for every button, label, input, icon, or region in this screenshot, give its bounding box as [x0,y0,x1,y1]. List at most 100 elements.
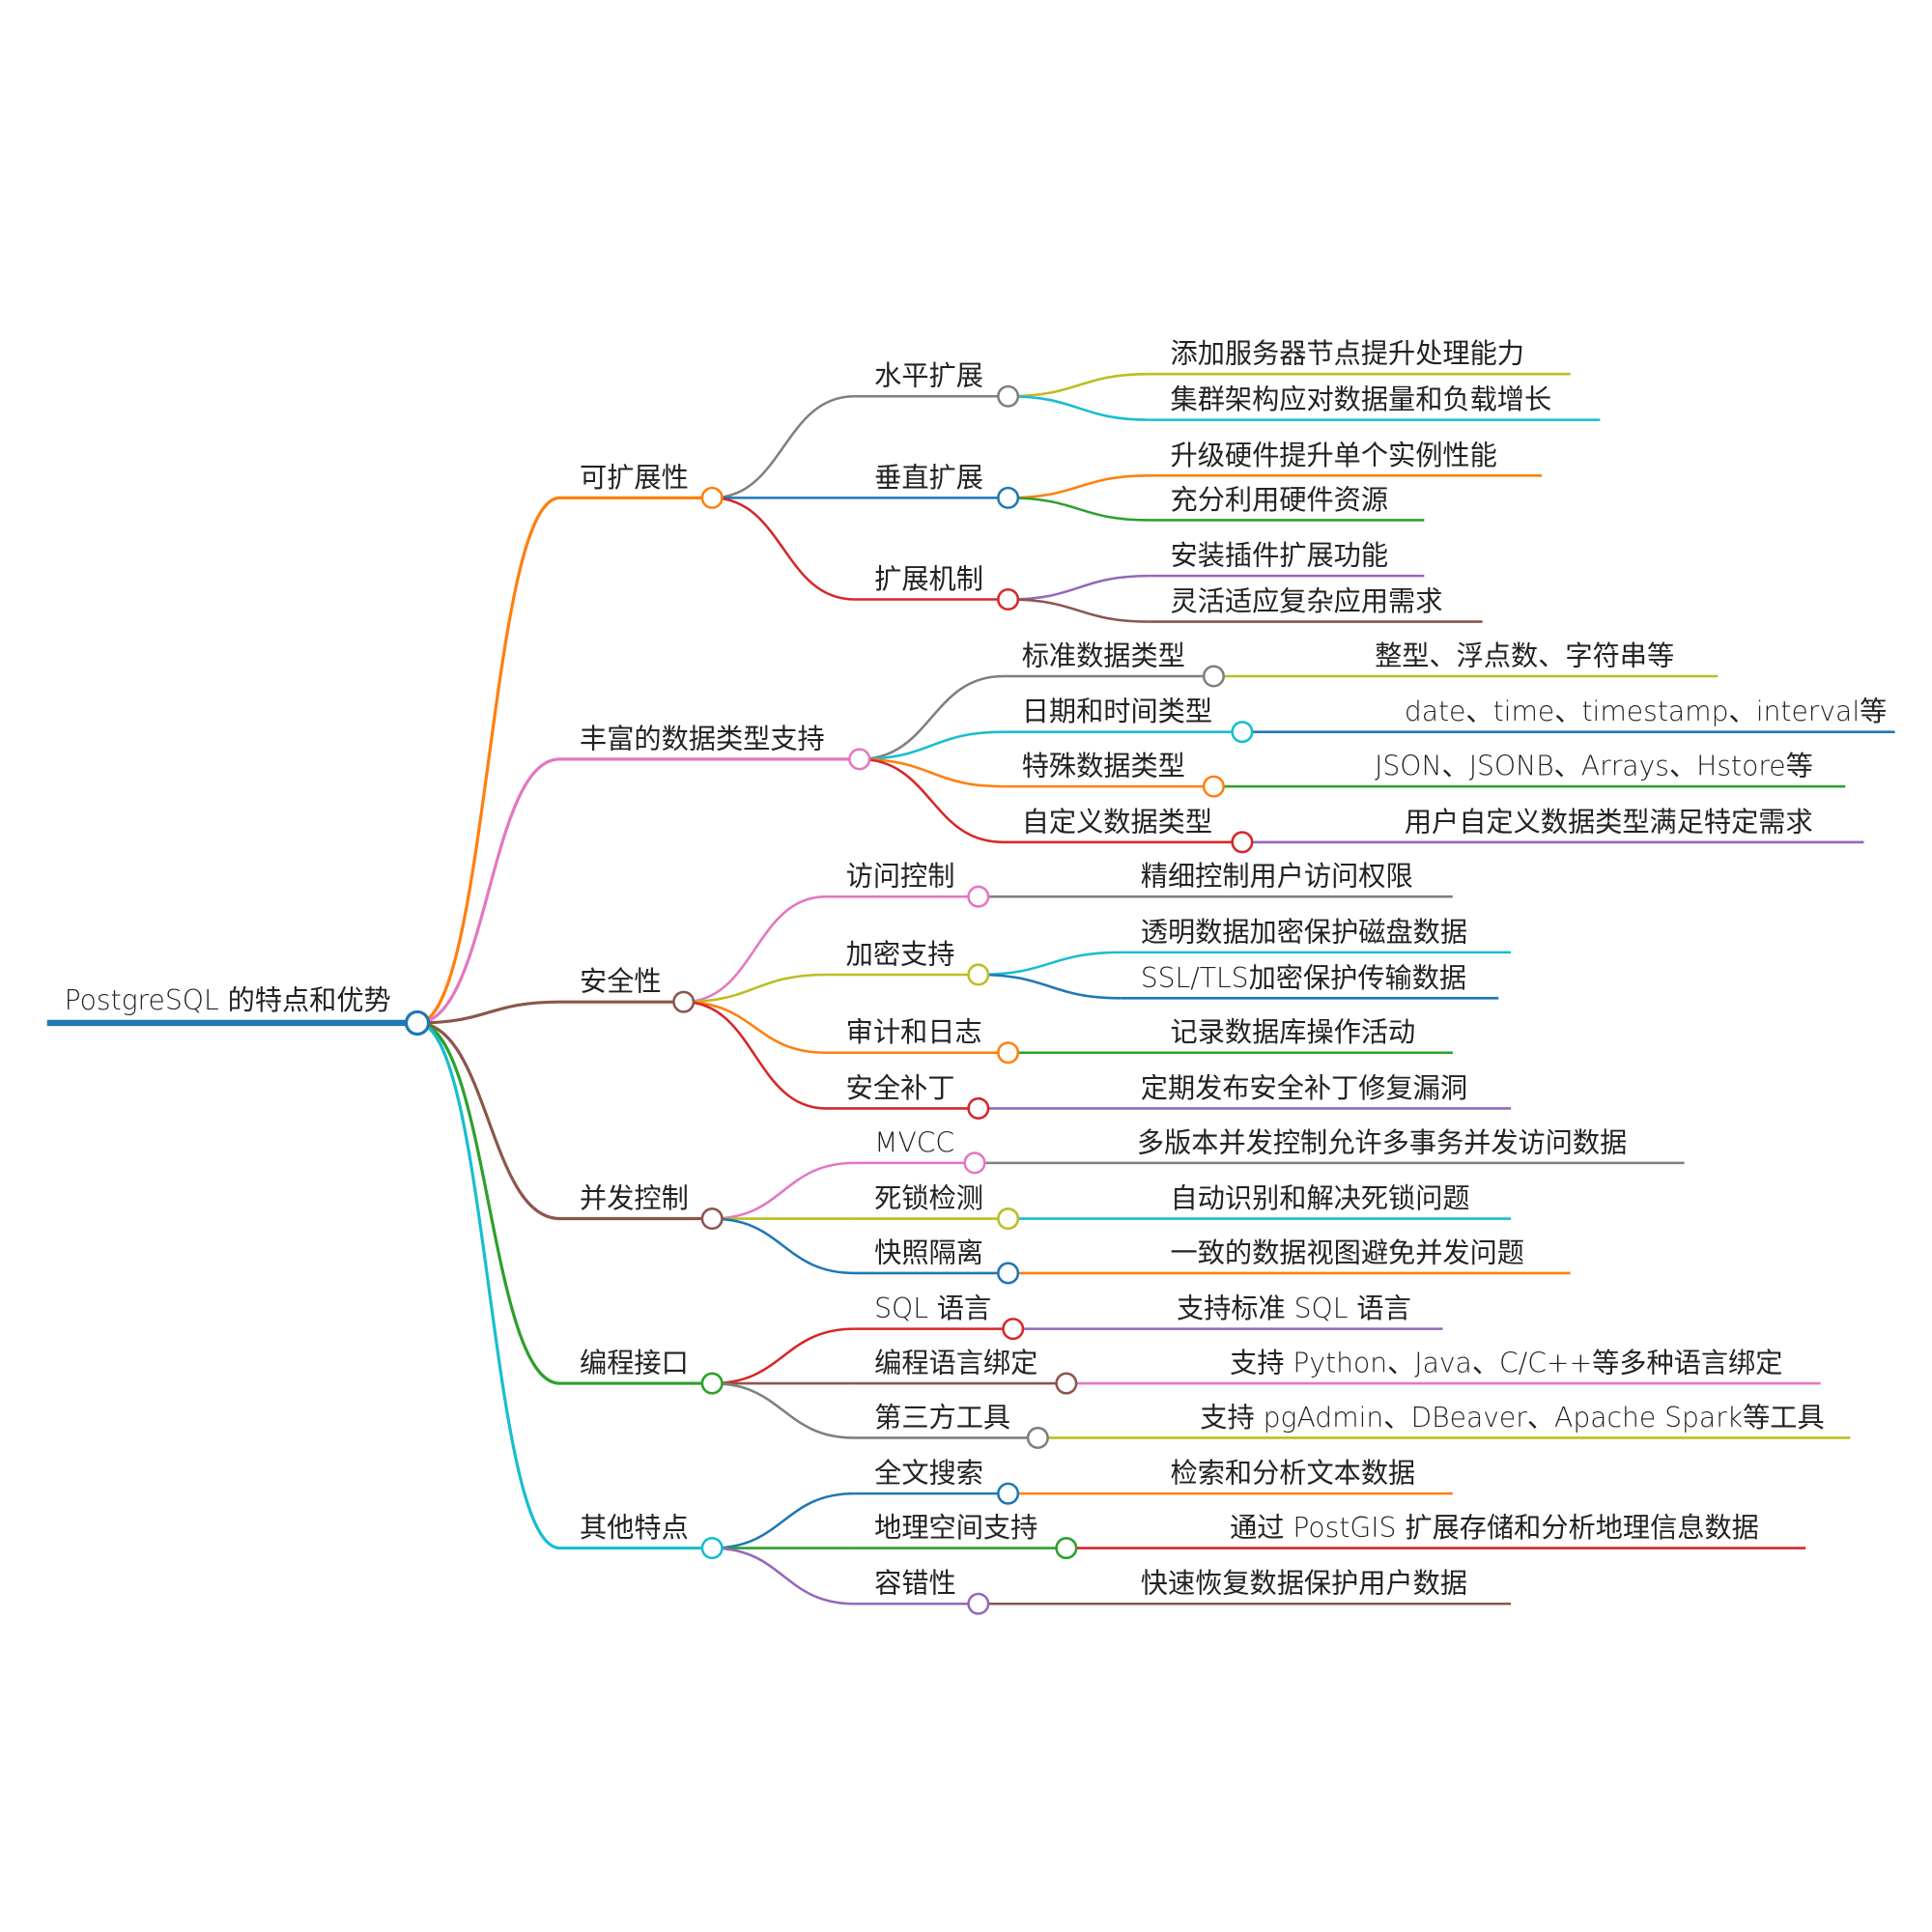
topic-label[interactable]: 快照隔离 [874,1236,983,1268]
topic-toggle-circle[interactable] [967,885,990,908]
branch-toggle-circle[interactable] [700,1372,724,1395]
topic-toggle-circle[interactable] [1055,1372,1078,1395]
topic-toggle-circle[interactable] [1202,665,1225,688]
detail-label[interactable]: 检索和分析文本数据 [1171,1458,1416,1490]
topic-toggle-circle[interactable] [1202,775,1225,798]
topic-label[interactable]: 容错性 [874,1568,956,1600]
edge-branch-to-topic [683,895,827,1004]
branch-label[interactable]: 安全性 [580,966,662,998]
detail-label[interactable]: 定期发布安全补丁修复漏洞 [1141,1072,1467,1104]
detail-label[interactable]: 支持 pgAdmin、DBeaver、Apache Spark等工具 [1200,1402,1824,1434]
topic-toggle-circle[interactable] [967,963,990,986]
topic-label[interactable]: 审计和日志 [846,1016,982,1048]
edge-root-to-branch [416,1021,560,1550]
branch-toggle-circle[interactable] [848,748,871,771]
detail-label[interactable]: 灵活适应复杂应用需求 [1171,585,1443,617]
edge-branch-to-topic [683,973,827,1004]
topic-toggle-circle[interactable] [963,1151,986,1175]
edge-branch-to-topic [712,1381,855,1439]
branch-label[interactable]: 并发控制 [580,1182,689,1214]
edge-topic-to-detail [1008,598,1150,623]
detail-label[interactable]: 整型、浮点数、字符串等 [1375,639,1674,671]
topic-toggle-circle[interactable] [997,587,1020,611]
detail-label[interactable]: SSL/TLS加密保护传输数据 [1141,962,1466,994]
detail-label[interactable]: 充分利用硬件资源 [1171,484,1389,516]
topic-label[interactable]: 垂直扩展 [874,462,983,494]
edge-branch-to-topic [712,497,855,601]
topic-toggle-circle[interactable] [1002,1318,1025,1341]
topic-label[interactable]: 扩展机制 [874,563,983,595]
detail-label[interactable]: date、time、timestamp、interval等 [1405,696,1888,727]
detail-label[interactable]: 一致的数据视图避免并发问题 [1171,1236,1524,1268]
detail-label[interactable]: 记录数据库操作活动 [1171,1016,1416,1048]
topic-toggle-circle[interactable] [1055,1537,1078,1560]
topic-label[interactable]: 第三方工具 [874,1402,1010,1434]
topic-label[interactable]: 特殊数据类型 [1022,751,1185,782]
detail-label[interactable]: 自动识别和解决死锁问题 [1171,1182,1470,1214]
detail-label[interactable]: 支持标准 SQL 语言 [1177,1293,1411,1324]
edge-branch-to-topic [683,1000,827,1110]
root-label[interactable]: PostgreSQL 的特点和优势 [65,984,391,1016]
root-toggle-circle[interactable] [404,1009,431,1037]
detail-label[interactable]: 集群架构应对数据量和负载增长 [1171,384,1552,415]
edge-branch-to-topic [712,1492,855,1549]
topic-label[interactable]: 死锁检测 [874,1182,983,1214]
topic-label[interactable]: 地理空间支持 [874,1512,1037,1544]
edge-branch-to-topic [712,394,855,499]
detail-label[interactable]: 快速恢复数据保护用户数据 [1141,1568,1467,1600]
topic-label[interactable]: 水平扩展 [874,360,983,392]
topic-label[interactable]: 加密支持 [846,938,955,970]
branch-label[interactable]: 丰富的数据类型支持 [580,723,825,754]
detail-label[interactable]: 精细控制用户访问权限 [1141,861,1413,893]
topic-toggle-circle[interactable] [997,384,1020,408]
branch-toggle-circle[interactable] [700,1537,724,1560]
topic-label[interactable]: 访问控制 [846,861,955,893]
topic-toggle-circle[interactable] [997,486,1020,509]
edge-branch-to-topic [712,1327,855,1385]
edge-topic-to-detail [978,973,1122,1000]
detail-label[interactable]: 透明数据加密保护磁盘数据 [1141,916,1467,948]
topic-label[interactable]: SQL 语言 [874,1293,991,1324]
topic-label[interactable]: MVCC [874,1126,954,1158]
edge-topic-to-detail [1008,574,1150,601]
topic-label[interactable]: 标准数据类型 [1022,639,1185,671]
branch-label[interactable]: 其他特点 [580,1512,689,1544]
topic-label[interactable]: 日期和时间类型 [1022,696,1212,727]
topic-label[interactable]: 编程语言绑定 [874,1348,1037,1379]
topic-label[interactable]: 自定义数据类型 [1022,806,1212,838]
topic-label[interactable]: 安全补丁 [846,1072,955,1104]
edge-topic-to-detail [1008,372,1150,398]
topic-toggle-circle[interactable] [997,1482,1020,1505]
edge-topic-to-detail [1008,394,1150,421]
topic-label[interactable]: 全文搜索 [874,1458,983,1490]
branch-toggle-circle[interactable] [700,1208,724,1231]
detail-label[interactable]: 用户自定义数据类型满足特定需求 [1405,806,1813,838]
topic-toggle-circle[interactable] [997,1262,1020,1285]
branch-toggle-circle[interactable] [672,990,696,1013]
topic-toggle-circle[interactable] [1231,721,1254,744]
topic-toggle-circle[interactable] [1026,1426,1049,1449]
topic-toggle-circle[interactable] [997,1041,1020,1065]
detail-label[interactable]: 安装插件扩展功能 [1171,540,1389,572]
edge-branch-to-topic [712,1547,855,1605]
branch-label[interactable]: 编程接口 [580,1348,689,1379]
edge-branch-to-topic [683,1000,827,1055]
topic-toggle-circle[interactable] [967,1096,990,1120]
branch-toggle-circle[interactable] [700,486,724,509]
edge-topic-to-detail [978,951,1122,977]
edge-topic-to-detail [1008,474,1150,499]
topic-toggle-circle[interactable] [967,1592,990,1615]
edge-branch-to-topic [859,757,1004,844]
detail-label[interactable]: 升级硬件提升单个实例性能 [1171,440,1497,471]
edge-branch-to-topic [859,730,1004,761]
detail-label[interactable]: 支持 Python、Java、C/C++等多种语言绑定 [1230,1348,1782,1379]
detail-label[interactable]: 添加服务器节点提升处理能力 [1171,338,1524,370]
detail-label[interactable]: JSON、JSONB、Arrays、Hstore等 [1375,751,1813,782]
topic-toggle-circle[interactable] [1231,831,1254,854]
detail-label[interactable]: 通过 PostGIS 扩展存储和分析地理信息数据 [1230,1512,1759,1544]
detail-label[interactable]: 多版本并发控制允许多事务并发访问数据 [1137,1126,1627,1158]
branch-label[interactable]: 可扩展性 [580,462,689,494]
edge-branch-to-topic [859,674,1004,761]
topic-toggle-circle[interactable] [997,1208,1020,1231]
